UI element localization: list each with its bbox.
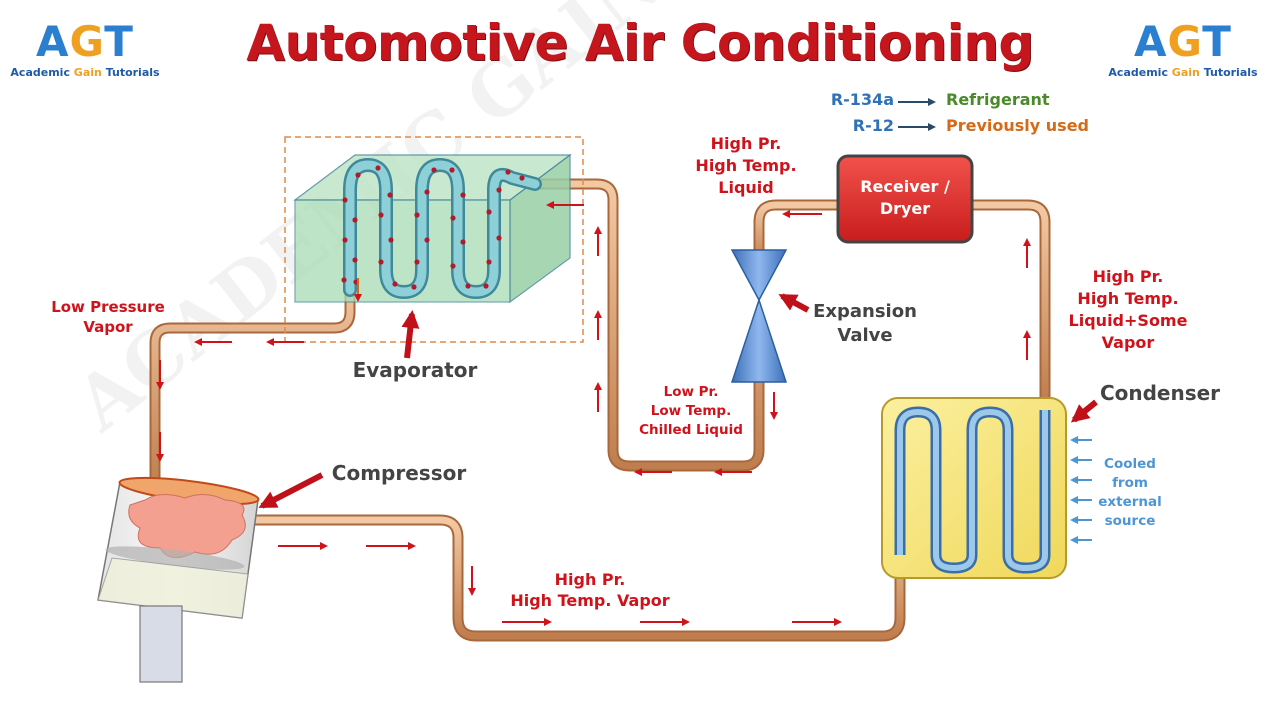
compressor <box>97 476 260 683</box>
cooling-arrows <box>1070 436 1092 544</box>
receiver-dryer <box>836 154 974 244</box>
expansion-valve-label: Expansion Valve <box>813 301 917 346</box>
compressor-label: Compressor <box>331 461 467 485</box>
logo-right: AGT Academic Gain Tutorials <box>1108 17 1258 80</box>
refrigerant-droplets <box>341 165 525 290</box>
evaporator-dashed-frame <box>284 136 584 343</box>
evaporator <box>284 136 584 343</box>
flow-arrows <box>156 201 1031 626</box>
legend-value-refrigerant: Refrigerant <box>946 90 1050 109</box>
legend-arrows <box>898 98 936 131</box>
expansion-valve <box>730 249 788 383</box>
high-pr-liquid-vapor-label: High Pr. High Temp. Liquid+Some Vapor <box>1068 267 1188 352</box>
component-pointers <box>258 293 1098 509</box>
receiver-dryer-label: Receiver / Dryer <box>860 177 950 218</box>
legend-key-r134a: R-134a <box>830 90 894 109</box>
legend-key-r12: R-12 <box>852 116 894 135</box>
high-pr-liquid-label: High Pr. High Temp. Liquid <box>695 134 797 197</box>
evaporator-label: Evaporator <box>352 358 478 382</box>
page-title: Automotive Air Conditioning <box>246 14 1034 72</box>
low-pressure-vapor-label: Low Pressure Vapor <box>51 298 165 336</box>
legend-value-previously-used: Previously used <box>946 116 1089 135</box>
low-pr-liquid-label: Low Pr. Low Temp. Chilled Liquid <box>639 384 743 438</box>
cooling-note: Cooled from external source <box>1098 456 1162 529</box>
condenser-label: Condenser <box>1099 381 1221 405</box>
logo-left: AGT Academic Gain Tutorials <box>10 17 160 80</box>
high-pr-vapor-label: High Pr. High Temp. Vapor <box>510 570 670 610</box>
condenser <box>881 397 1067 579</box>
refrigerant-pipes <box>149 178 1051 642</box>
